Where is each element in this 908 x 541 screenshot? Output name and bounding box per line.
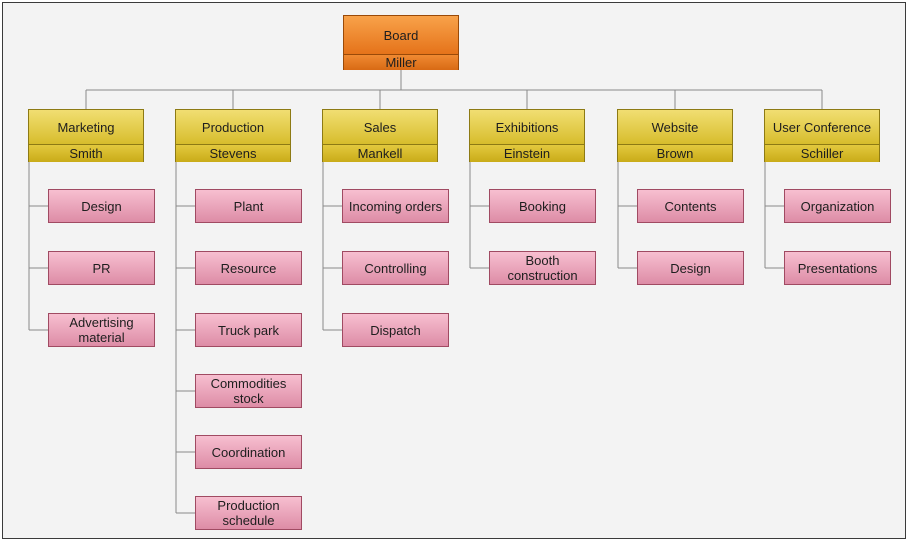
item-production-production-schedule[interactable]: Production schedule xyxy=(195,496,302,530)
department-title: User Conference xyxy=(765,110,879,145)
board-name: Miller xyxy=(344,55,458,70)
department-head: Einstein xyxy=(470,145,584,162)
item-sales-dispatch[interactable]: Dispatch xyxy=(342,313,449,347)
item-production-coordination[interactable]: Coordination xyxy=(195,435,302,469)
department-title: Sales xyxy=(323,110,437,145)
item-website-design[interactable]: Design xyxy=(637,251,744,285)
department-title: Production xyxy=(176,110,290,145)
department-head: Mankell xyxy=(323,145,437,162)
item-production-resource[interactable]: Resource xyxy=(195,251,302,285)
item-website-contents[interactable]: Contents xyxy=(637,189,744,223)
item-marketing-advertising-material[interactable]: Advertising material xyxy=(48,313,155,347)
board-title: Board xyxy=(344,16,458,55)
item-production-commodities-stock[interactable]: Commodities stock xyxy=(195,374,302,408)
item-sales-incoming-orders[interactable]: Incoming orders xyxy=(342,189,449,223)
item-user-conference-presentations[interactable]: Presentations xyxy=(784,251,891,285)
item-sales-controlling[interactable]: Controlling xyxy=(342,251,449,285)
department-exhibitions[interactable]: Exhibitions Einstein xyxy=(469,109,585,162)
item-production-plant[interactable]: Plant xyxy=(195,189,302,223)
item-exhibitions-booking[interactable]: Booking xyxy=(489,189,596,223)
item-marketing-design[interactable]: Design xyxy=(48,189,155,223)
department-sales[interactable]: Sales Mankell xyxy=(322,109,438,162)
item-production-truck-park[interactable]: Truck park xyxy=(195,313,302,347)
item-user-conference-organization[interactable]: Organization xyxy=(784,189,891,223)
item-exhibitions-booth-construction[interactable]: Booth construction xyxy=(489,251,596,285)
department-marketing[interactable]: Marketing Smith xyxy=(28,109,144,162)
department-title: Exhibitions xyxy=(470,110,584,145)
connector-lines xyxy=(28,70,823,514)
department-title: Website xyxy=(618,110,732,145)
department-head: Brown xyxy=(618,145,732,162)
department-production[interactable]: Production Stevens xyxy=(175,109,291,162)
department-website[interactable]: Website Brown xyxy=(617,109,733,162)
department-head: Stevens xyxy=(176,145,290,162)
department-head: Schiller xyxy=(765,145,879,162)
board-node[interactable]: Board Miller xyxy=(343,15,459,70)
item-marketing-pr[interactable]: PR xyxy=(48,251,155,285)
department-title: Marketing xyxy=(29,110,143,145)
department-user-conference[interactable]: User Conference Schiller xyxy=(764,109,880,162)
department-head: Smith xyxy=(29,145,143,162)
